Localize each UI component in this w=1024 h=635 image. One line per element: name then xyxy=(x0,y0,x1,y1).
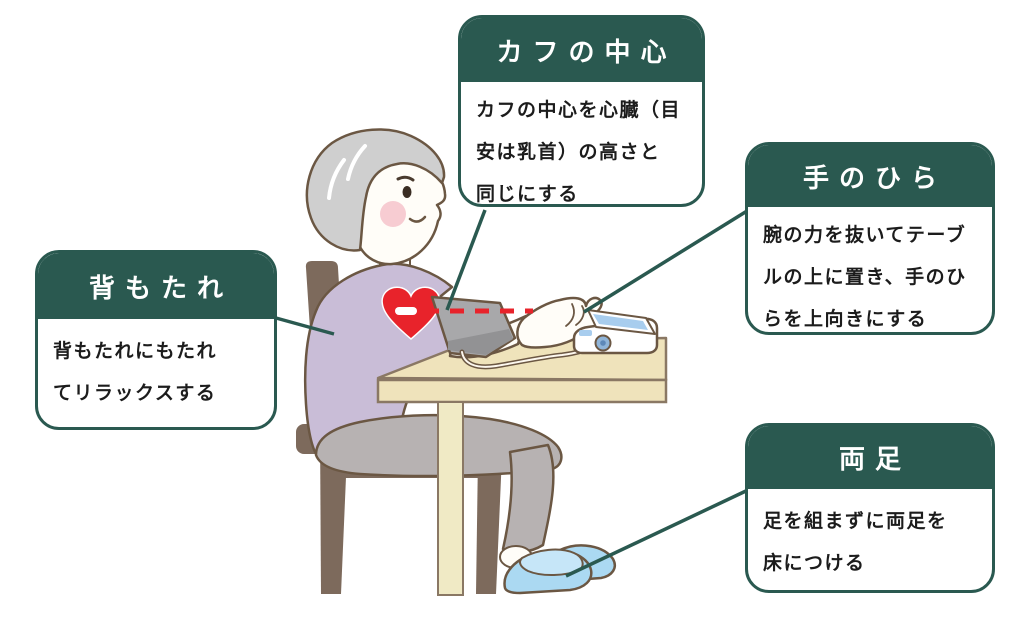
callout-cuff-center: カフの中心 カフの中心を心臓（目 安は乳首）の高さと 同じにする xyxy=(458,15,705,207)
callout-palm: 手のひら 腕の力を抜いてテーブ ルの上に置き、手のひ らを上向きにする xyxy=(745,142,995,335)
person-pants-calf xyxy=(501,443,555,554)
callout-cuff-center-title: カフの中心 xyxy=(496,36,677,67)
monitor-button xyxy=(579,330,592,336)
person-mouth xyxy=(408,215,427,223)
callout-both-feet: 両足 足を組まずに両足を 床につける xyxy=(745,423,995,593)
person-eye xyxy=(402,186,412,198)
callout-palm-header: 手のひら xyxy=(748,145,992,207)
monitor-knob-center xyxy=(600,340,606,346)
heart-level-dash xyxy=(395,307,417,315)
callout-backrest-body: 背もたれにもたれ てリラックスする xyxy=(53,341,218,404)
person-cheek xyxy=(380,201,406,227)
person-eyebrow xyxy=(396,175,415,182)
callout-backrest-title: 背もたれ xyxy=(88,272,233,303)
callout-backrest: 背もたれ 背もたれにもたれ てリラックスする xyxy=(35,250,277,430)
connector-cuff-center xyxy=(445,209,487,311)
blood-pressure-monitor xyxy=(572,309,659,355)
callout-cuff-center-header: カフの中心 xyxy=(461,18,702,82)
callout-both-feet-title: 両足 xyxy=(838,444,911,474)
chair-front-leg xyxy=(476,455,502,594)
cuff-shade xyxy=(448,329,513,355)
connector-palm xyxy=(583,209,748,314)
table-leg xyxy=(437,401,464,596)
table-edge xyxy=(376,378,668,404)
callout-palm-title: 手のひら xyxy=(802,162,947,193)
hair-highlight-1 xyxy=(327,158,346,200)
callout-cuff-center-body: カフの中心を心臓（目 安は乳首）の高さと 同じにする xyxy=(476,100,682,205)
hair-highlight-2 xyxy=(346,144,367,181)
hand-finger-line-1 xyxy=(565,303,575,327)
callout-backrest-header: 背もたれ xyxy=(38,253,274,319)
callout-palm-body: 腕の力を抜いてテーブ ルの上に置き、手のひ らを上向きにする xyxy=(763,225,967,330)
monitor-screen xyxy=(593,314,648,330)
person-hand-palm-up xyxy=(516,296,603,349)
connector-backrest xyxy=(275,316,335,336)
connector-feet xyxy=(565,488,749,578)
person-hair xyxy=(305,128,446,252)
hand-finger-line-2 xyxy=(575,305,585,326)
callout-both-feet-body: 足を組まずに両足を 床につける xyxy=(763,511,948,574)
callout-both-feet-header: 両足 xyxy=(748,426,992,489)
